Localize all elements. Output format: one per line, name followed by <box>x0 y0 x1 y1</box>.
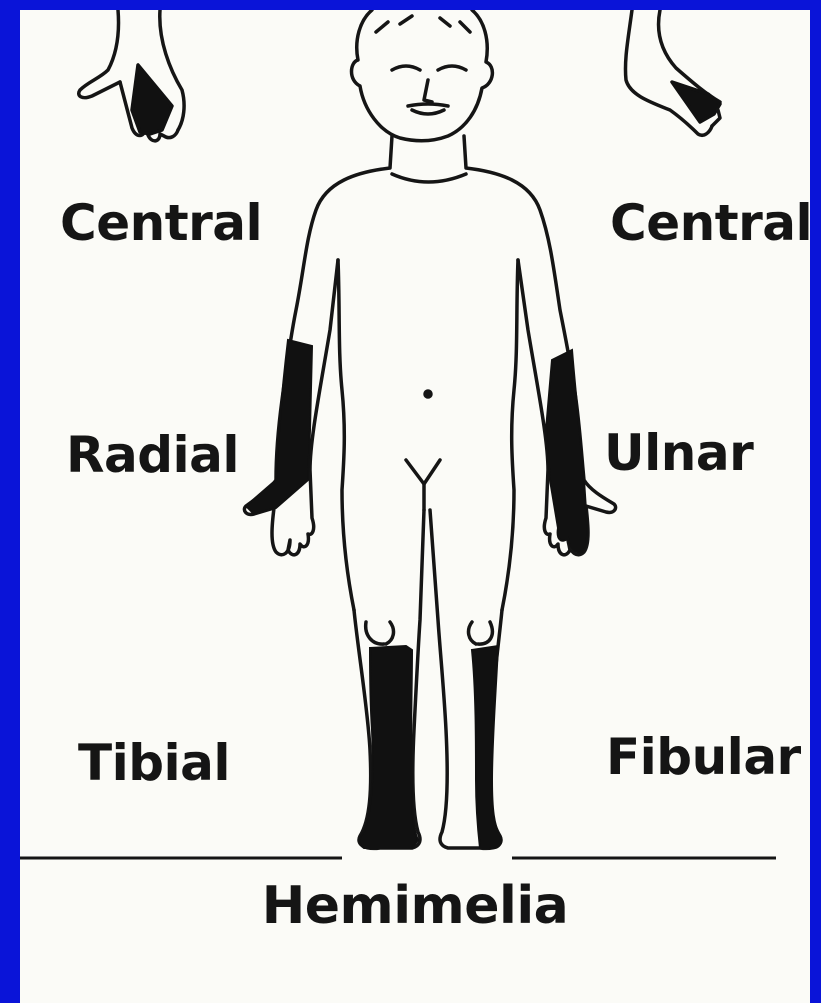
label-central-left: Central <box>60 198 262 248</box>
label-radial: Radial <box>66 430 239 480</box>
label-tibial: Tibial <box>78 738 230 788</box>
label-ulnar: Ulnar <box>604 428 753 478</box>
right-arm-outline <box>464 136 616 555</box>
central-hand-icon <box>79 10 184 141</box>
fibular-shading <box>472 646 501 848</box>
torso-right <box>502 260 518 610</box>
head <box>352 10 493 141</box>
affected-regions <box>246 340 587 848</box>
central-foot-icon <box>625 10 720 135</box>
label-central-right: Central <box>610 198 810 248</box>
hemimelia-body-diagram <box>20 10 810 1003</box>
ulnar-shading <box>546 350 587 552</box>
diagram-panel: Central Central Radial Ulnar Tibial Fibu… <box>20 10 810 1003</box>
radial-shading <box>246 340 312 514</box>
label-fibular: Fibular <box>606 732 801 782</box>
torso-left <box>338 260 354 610</box>
diagram-title: Hemimelia <box>20 880 810 932</box>
